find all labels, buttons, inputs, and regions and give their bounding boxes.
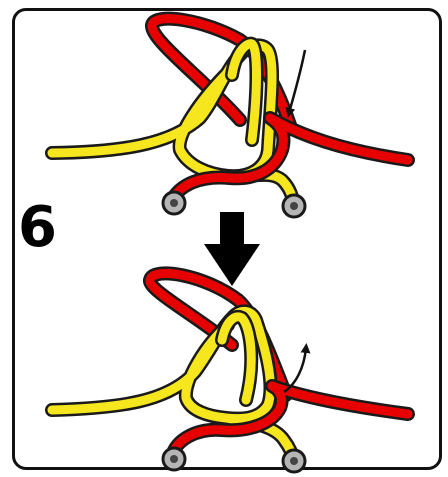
top-knot-illustration	[45, 11, 415, 219]
down-arrow-icon	[204, 212, 260, 286]
eyelet-left	[161, 190, 187, 216]
eyelet-left	[161, 446, 187, 472]
curved-arrow-up-icon	[283, 343, 311, 394]
red-lace	[165, 379, 415, 463]
curved-arrow-down-icon	[285, 49, 307, 118]
yellow-lace	[45, 304, 301, 467]
eyelet-right	[281, 193, 307, 219]
eyelet-right	[281, 448, 307, 474]
step-number: 6	[18, 195, 57, 260]
bottom-knot-illustration	[45, 266, 415, 474]
red-lace	[165, 111, 415, 207]
